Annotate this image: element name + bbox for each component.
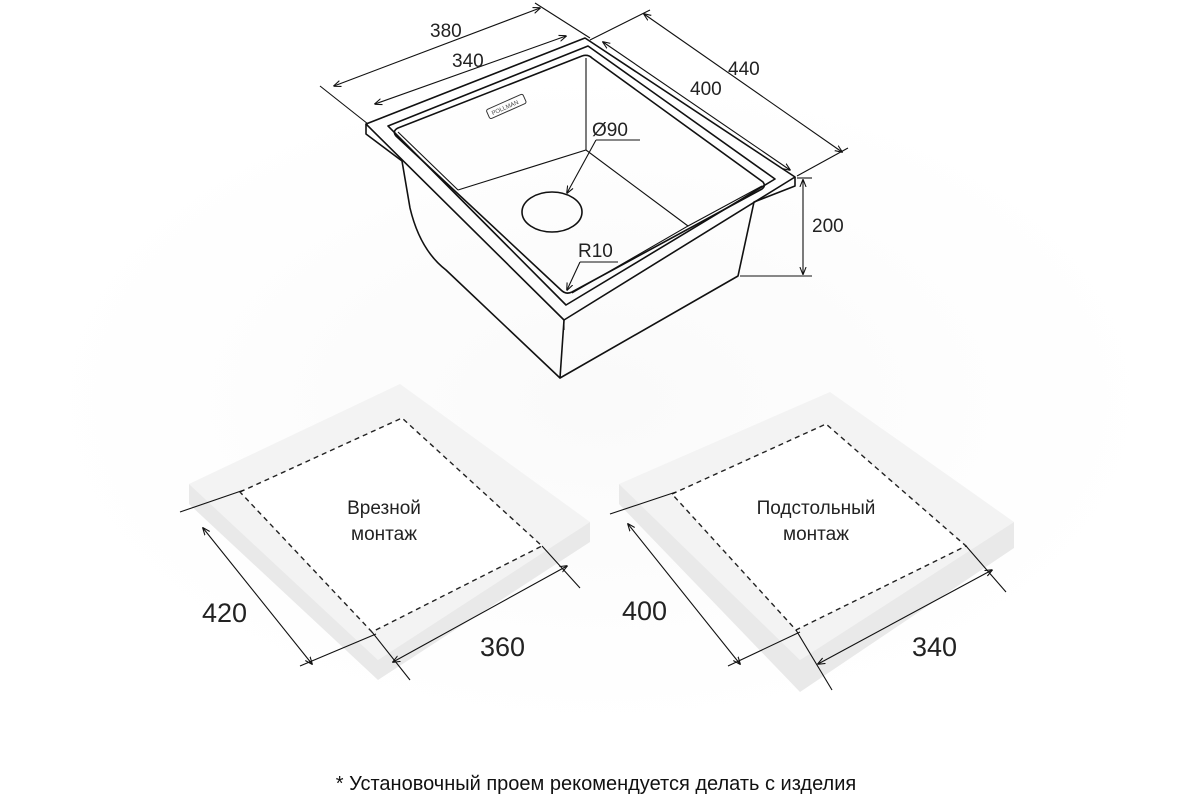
dim-440-label: 440 <box>728 59 760 80</box>
sink-body-left <box>365 124 565 379</box>
footnote: * Установочный проем рекомендуется делат… <box>336 773 856 795</box>
dim-line-360 <box>393 566 567 662</box>
sink-bowl-opening <box>393 54 766 294</box>
dim-360-label: 360 <box>480 632 525 662</box>
ext-line-420-bottom <box>299 633 377 667</box>
dim-radius-label: R10 <box>578 241 613 262</box>
dim-line-380 <box>334 8 540 86</box>
dim-line-420 <box>203 528 312 664</box>
sink-bowl-bottom <box>457 149 689 294</box>
sink-isometric: POLLMAN 380 340 440 400 Ø90 R10 200 <box>319 2 849 379</box>
dim-340-label: 340 <box>452 51 484 72</box>
dim-400-label: 400 <box>690 79 722 100</box>
background-glow <box>40 70 1160 730</box>
dim-400-cutout-label: 400 <box>622 596 667 626</box>
ext-line-440-bottom <box>796 147 849 177</box>
ext-line-440-top <box>589 9 651 41</box>
leader-drain <box>567 139 597 193</box>
ext-line-360-right <box>541 545 581 589</box>
dim-200-label: 200 <box>812 216 844 237</box>
dim-line-340 <box>375 36 566 104</box>
cutout-drop-in: 420 360 Врезной монтаж <box>179 384 590 681</box>
dim-line-400-cutout <box>628 524 740 664</box>
ext-line-340-left <box>795 629 833 691</box>
dim-420-label: 420 <box>202 598 247 628</box>
leader-radius <box>567 261 581 290</box>
dim-drain-label: Ø90 <box>592 120 628 141</box>
sink-bowl-edge-right <box>687 185 763 227</box>
ext-line-400-bottom <box>727 631 801 667</box>
ext-line-420-top <box>179 489 245 513</box>
drain-hole <box>521 191 583 233</box>
cutout-label-line1: Врезной <box>347 498 421 519</box>
dim-line-340-cutout <box>818 570 992 664</box>
dim-340-cutout-label: 340 <box>912 632 957 662</box>
cutout-label-line2: монтаж <box>783 524 849 545</box>
ext-line-400-top <box>609 491 677 515</box>
dim-line-400 <box>603 42 790 170</box>
cutout-undermount: 400 340 Подстольный монтаж <box>609 392 1014 692</box>
ext-line-360-left <box>371 631 411 681</box>
cutout-label-line1: Подстольный <box>757 498 876 519</box>
ext-line-380-left <box>319 85 369 125</box>
sink-bowl-edge-left <box>397 131 459 191</box>
dim-380-label: 380 <box>430 21 462 42</box>
sink-body-front <box>559 177 796 379</box>
ext-line-380-right <box>534 2 591 39</box>
cutout-label-line2: монтаж <box>351 524 417 545</box>
cutout-dashed-outline <box>238 417 544 633</box>
ext-line-340-right <box>965 545 1007 593</box>
